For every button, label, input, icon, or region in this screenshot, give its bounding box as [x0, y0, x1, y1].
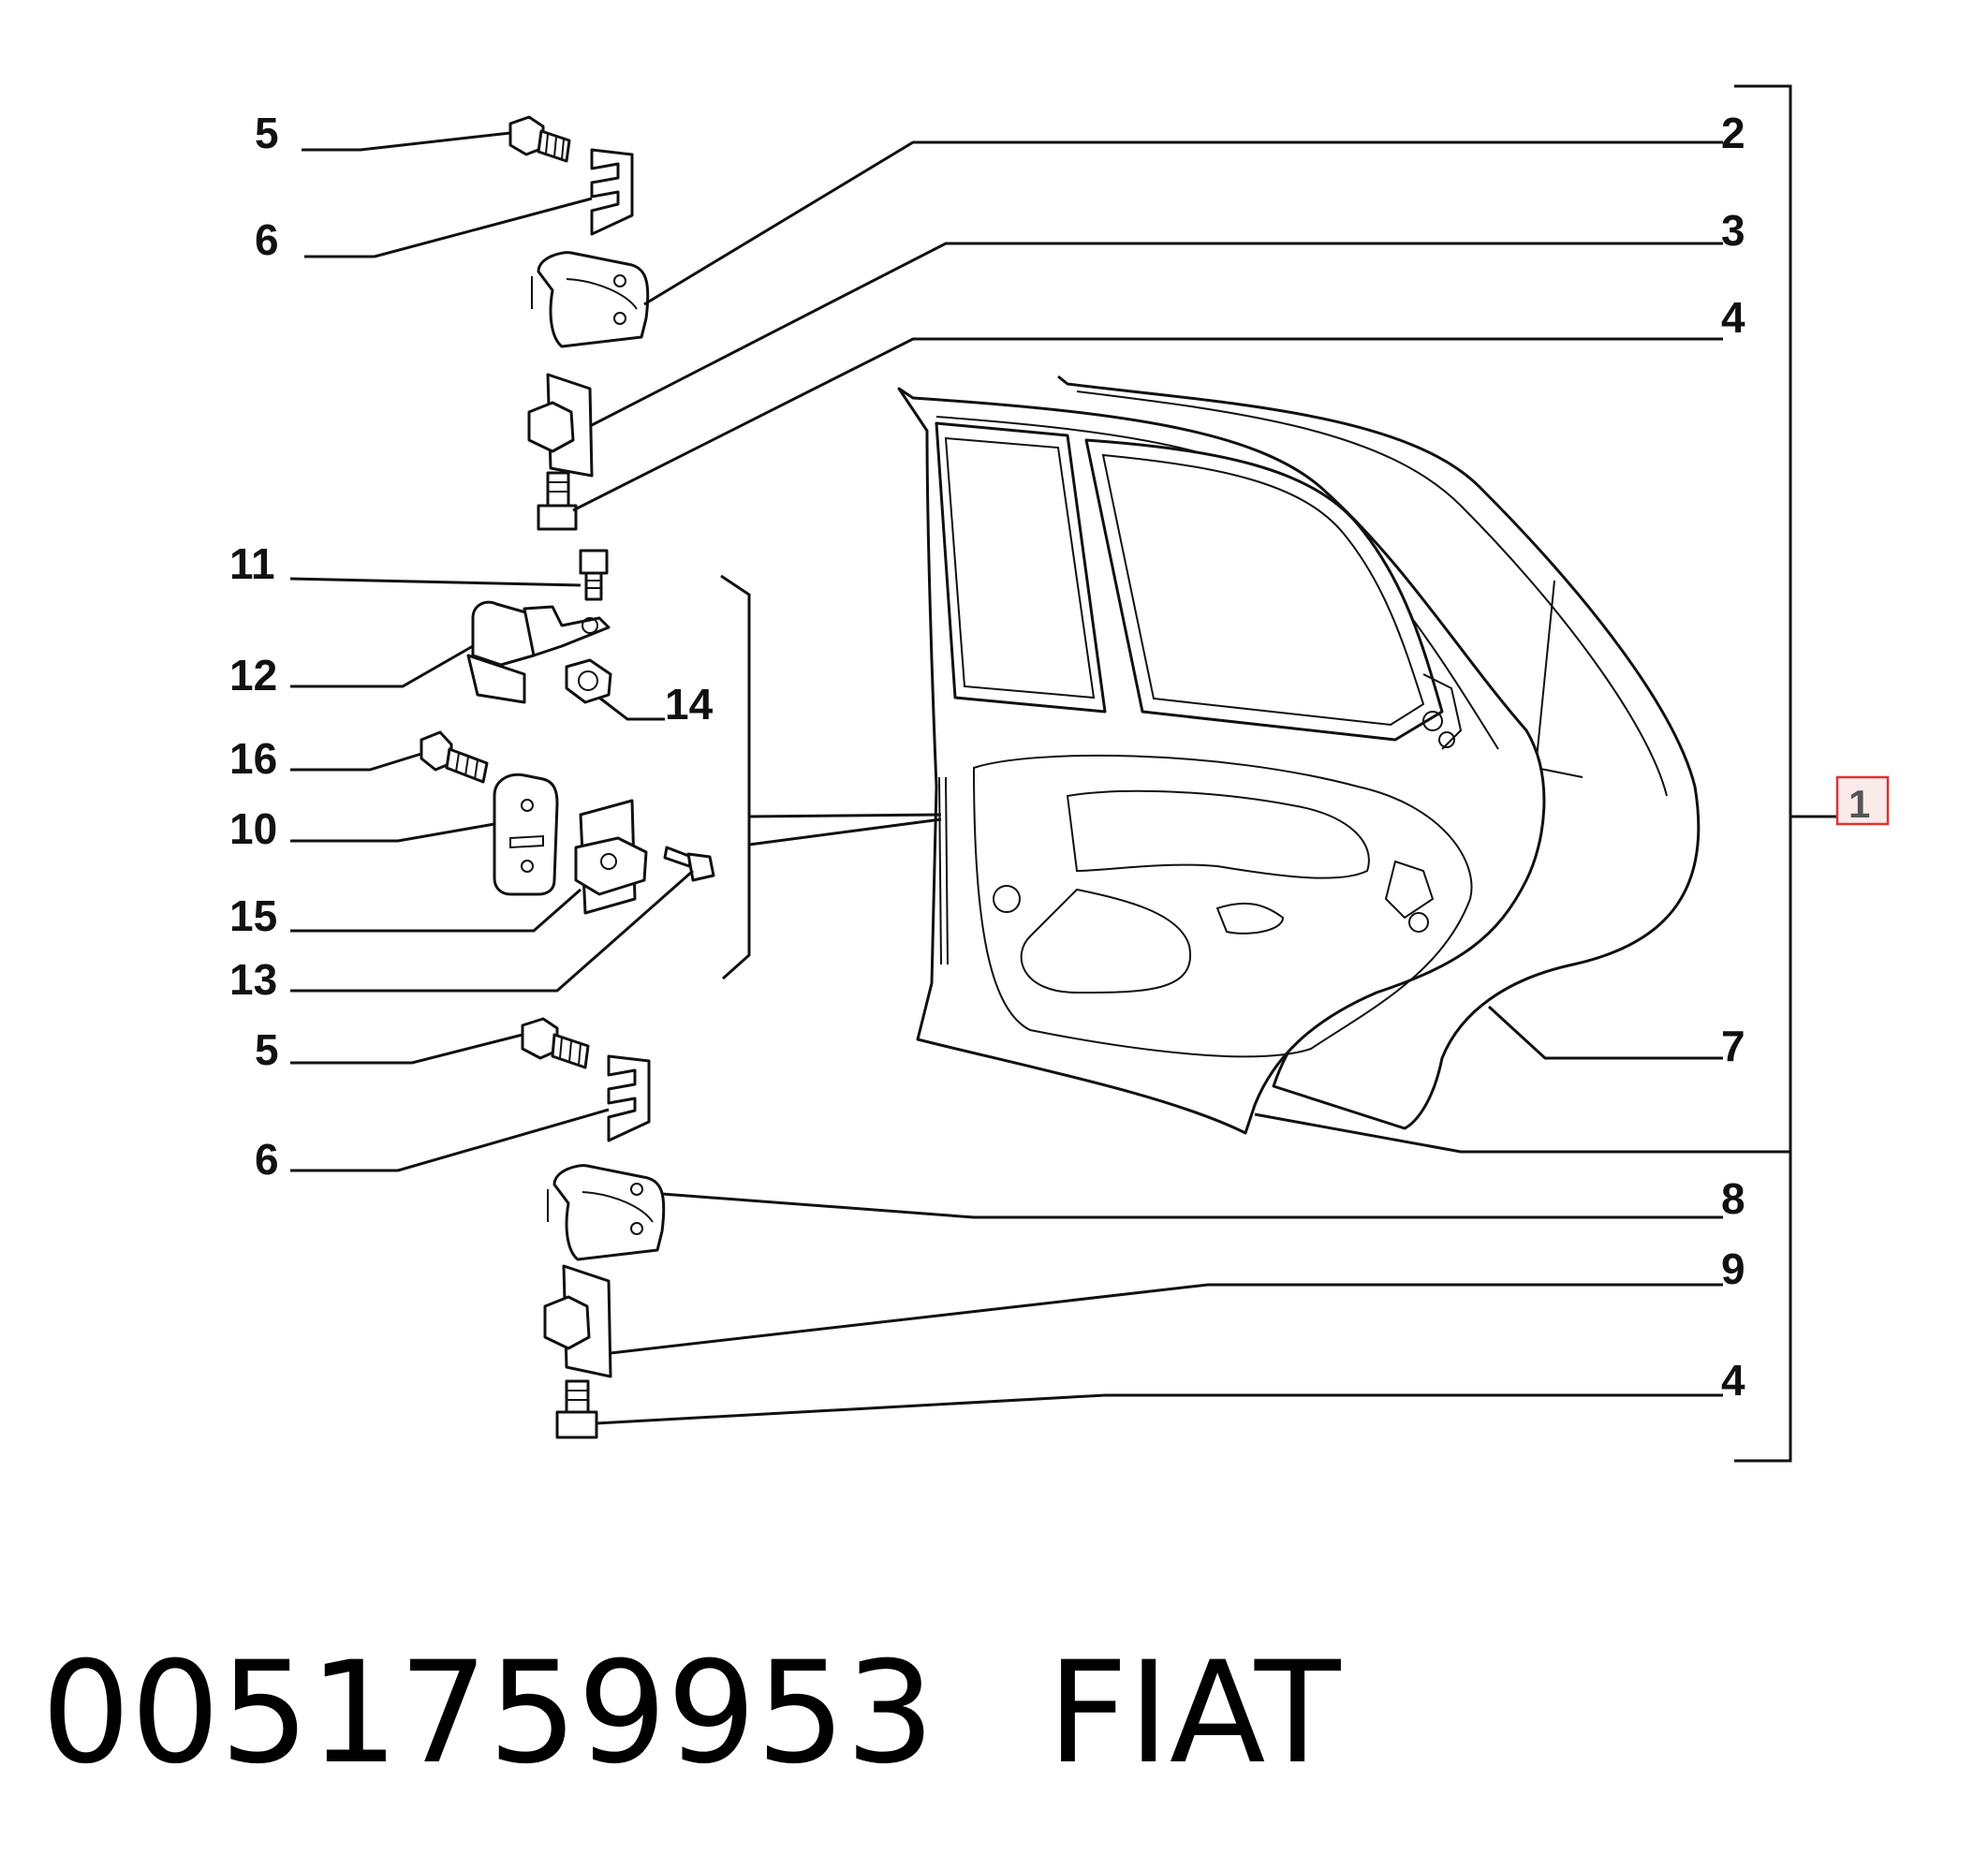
- nut-14: [565, 658, 612, 704]
- hinge-plate-9: [543, 1264, 612, 1378]
- group-bracket: [720, 574, 751, 980]
- callout-9: 9: [1721, 1244, 1745, 1293]
- callout-5-upper: 5: [255, 109, 279, 157]
- highlight-box: [1835, 775, 1890, 826]
- callout-4-upper: 4: [1721, 293, 1745, 342]
- hinge-plate-3: [527, 373, 594, 478]
- callout-5-lower: 5: [255, 1025, 279, 1074]
- rear-door-panel: [897, 375, 1701, 1135]
- callout-4-lower: 4: [1721, 1356, 1745, 1405]
- check-arm-12: [466, 600, 611, 704]
- callout-7: 7: [1721, 1022, 1745, 1070]
- callout-labels: 5 6 2 3 4 11 12 14 16 10 15 13 5 6 7 8 9…: [229, 109, 1870, 1405]
- screw-4-lower: [555, 1379, 598, 1439]
- callout-15: 15: [229, 891, 277, 940]
- brand-name: FIAT: [1047, 1632, 1341, 1795]
- screw-4-upper: [537, 471, 578, 531]
- callout-6-lower: 6: [255, 1135, 279, 1184]
- callout-11: 11: [229, 539, 275, 588]
- hinge-half-2: [531, 251, 650, 348]
- callout-10: 10: [229, 804, 277, 853]
- callout-13: 13: [229, 955, 277, 1004]
- callout-14: 14: [665, 680, 714, 729]
- callout-12: 12: [229, 651, 277, 699]
- part-footer: 0051759953 FIAT: [41, 1629, 1340, 1798]
- leader-lines: [289, 131, 1790, 1425]
- bolt-5-upper: [508, 115, 571, 163]
- callout-8: 8: [1721, 1174, 1745, 1223]
- shim-6-upper: [590, 148, 634, 236]
- hinge-half-8: [547, 1164, 666, 1261]
- part-number: 0051759953: [41, 1632, 935, 1795]
- shim-6-lower: [607, 1054, 651, 1142]
- bolt-5-lower: [521, 1017, 590, 1069]
- bracket-15: [574, 799, 648, 915]
- screw-13: [663, 846, 715, 882]
- assembly-bracket: [1734, 84, 1890, 1463]
- callout-2: 2: [1721, 109, 1745, 157]
- screw-11: [579, 549, 609, 601]
- plate-10: [493, 773, 559, 896]
- bolt-16: [420, 730, 489, 784]
- callout-3: 3: [1721, 206, 1745, 255]
- callout-1: 1: [1848, 782, 1870, 826]
- callout-6-upper: 6: [255, 215, 279, 264]
- callout-16: 16: [229, 734, 277, 783]
